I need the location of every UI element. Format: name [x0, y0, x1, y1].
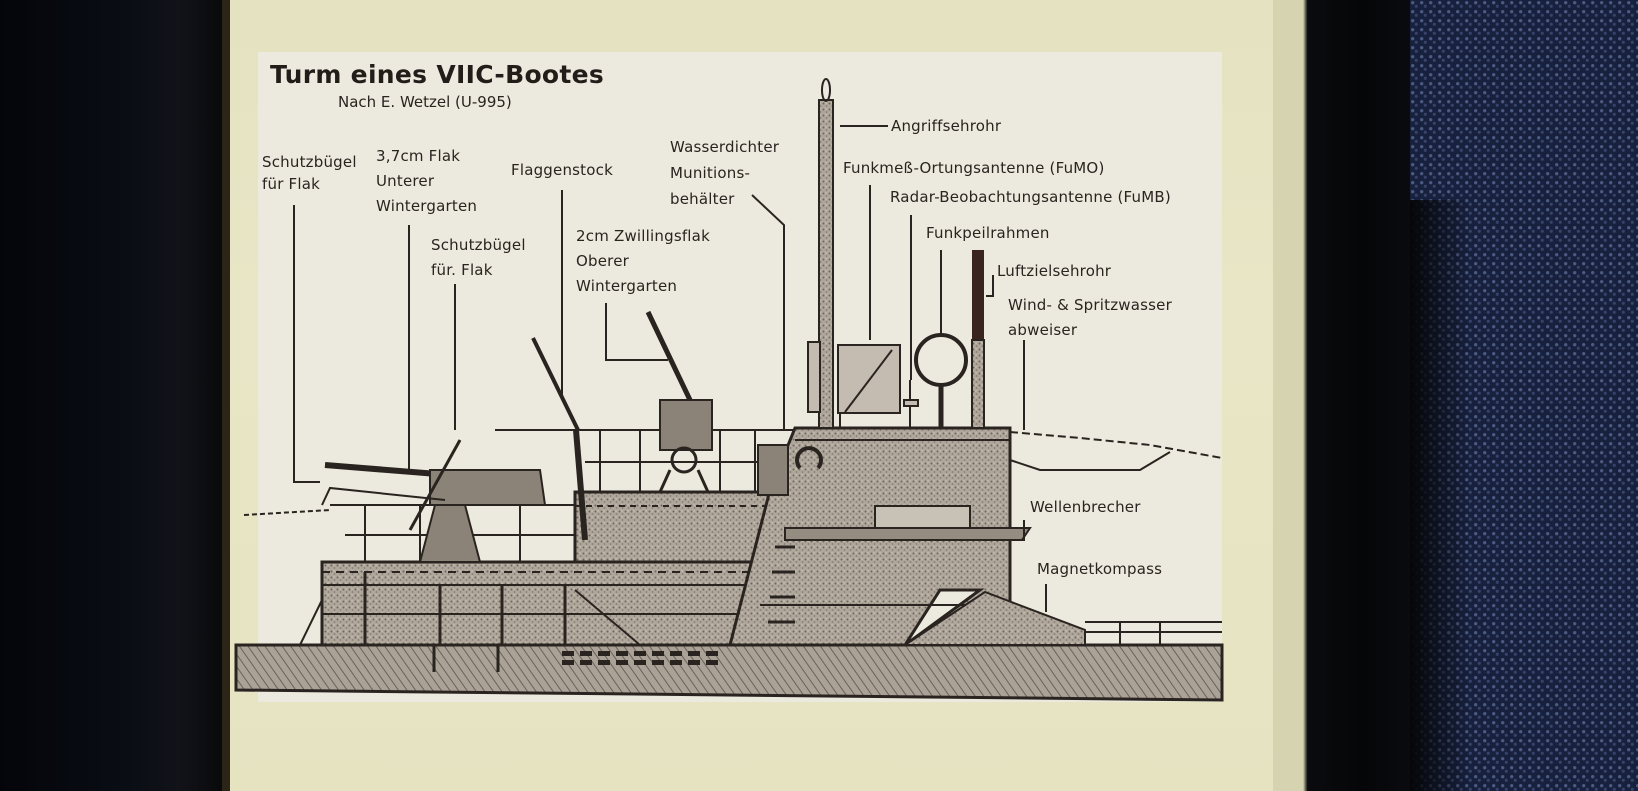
aft-deck-rail [901, 590, 1222, 646]
hull-lower [234, 643, 1224, 702]
label-munitionsbehaelter: Wasserdichter Munitions- behälter [670, 134, 779, 212]
label-luftzielsehrohr: Luftzielsehrohr [997, 262, 1112, 280]
label-line: Munitions- [670, 164, 751, 182]
wave-breaker-wire [1009, 451, 1171, 471]
label-line: Unterer [376, 172, 435, 190]
label-fumo: Funkmeß-Ortungsantenne (FuMO) [843, 159, 1105, 177]
tower-base [299, 560, 762, 647]
upper-platform [573, 490, 772, 564]
label-spritzwasserabweiser: Wind- & Spritzwasser abweiser [1008, 293, 1172, 343]
label-angriffsehrohr: Angriffsehrohr [891, 117, 1002, 135]
label-wellenbrecher: Wellenbrecher [1030, 498, 1141, 516]
label-line: Wintergarten [576, 277, 678, 295]
bow-chain [243, 509, 331, 516]
flag-staff [531, 337, 588, 541]
placard-subtitle: Nach E. Wetzel (U-995) [338, 93, 512, 111]
label-fumb: Radar-Beobachtungsantenne (FuMB) [890, 188, 1171, 206]
label-line: Wasserdichter [670, 138, 780, 156]
label-line: abweiser [1008, 321, 1078, 339]
label-line: 3,7cm Flak [376, 147, 461, 165]
ammo-container [757, 444, 789, 496]
label-line: 2cm Zwillingsflak [576, 227, 710, 245]
attack-periscope [818, 78, 834, 429]
fumo-radar-antenna [807, 341, 901, 428]
label-flak-37cm: 3,7cm Flak Unterer Wintergarten [376, 144, 477, 219]
label-line: Wind- & Spritzwasser [1008, 296, 1172, 314]
label-flaggenstock: Flaggenstock [511, 161, 613, 179]
label-line: Wintergarten [376, 197, 478, 215]
label-line: Oberer [576, 252, 629, 270]
placard-title: Turm eines VIIC-Bootes [270, 60, 605, 89]
fumb-antenna [903, 380, 919, 428]
label-zwillingsflak: 2cm Zwillingsflak Oberer Wintergarten [576, 224, 710, 299]
label-line: für. Flak [431, 261, 493, 279]
label-schutzbuegel-flak-2: Schutzbügel für. Flak [431, 233, 526, 283]
frame-right [1273, 0, 1423, 791]
conning-tower [728, 426, 1032, 647]
label-line: für Flak [262, 175, 320, 193]
twin-flak-2cm-gun [645, 310, 713, 493]
sky-periscope [971, 250, 985, 429]
frame-edge [222, 0, 230, 791]
flak-37cm-gun [324, 439, 547, 563]
frame-left [0, 0, 230, 791]
jumping-wire [1009, 431, 1223, 459]
fabric-shadow [1410, 200, 1470, 791]
flak-guard-rail-1 [321, 486, 446, 506]
label-line: Schutzbügel [262, 153, 357, 171]
label-magnetkompass: Magnetkompass [1037, 560, 1163, 578]
label-funkpeilrahmen: Funkpeilrahmen [926, 224, 1050, 242]
direction-finder-loop [914, 333, 968, 428]
label-line: Schutzbügel [431, 236, 526, 254]
label-line: behälter [670, 190, 735, 208]
label-schutzbuegel-flak-1: Schutzbügel für Flak [262, 151, 357, 195]
leader-lines [293, 125, 1047, 612]
